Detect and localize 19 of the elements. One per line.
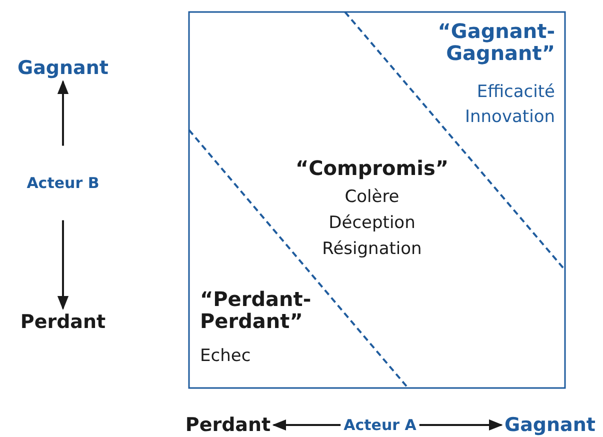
axis-label: Gagnant xyxy=(504,414,596,436)
quadrant-item: Echec xyxy=(200,347,251,366)
quadrant-heading: “Perdant-Perdant” xyxy=(200,288,312,332)
arrow xyxy=(57,220,69,310)
arrow xyxy=(272,419,341,431)
axis-label: Acteur A xyxy=(344,416,416,434)
quadrant-heading: “Gagnant-Gagnant” xyxy=(436,20,555,64)
quadrant-item: Résignation xyxy=(322,240,422,259)
axis-label: Perdant xyxy=(185,414,271,436)
quadrant-item: Déception xyxy=(328,214,416,233)
quadrant-item: Efficacité xyxy=(476,83,555,102)
axis-label: Gagnant xyxy=(18,58,108,78)
axis-label: Perdant xyxy=(20,312,106,332)
arrow xyxy=(419,419,503,431)
quadrant-item: Colère xyxy=(344,188,400,207)
axis-label: Acteur B xyxy=(26,174,100,192)
quadrant-heading: “Compromis” xyxy=(295,157,449,179)
quadrant-item: Innovation xyxy=(464,108,555,127)
arrow xyxy=(57,80,69,146)
